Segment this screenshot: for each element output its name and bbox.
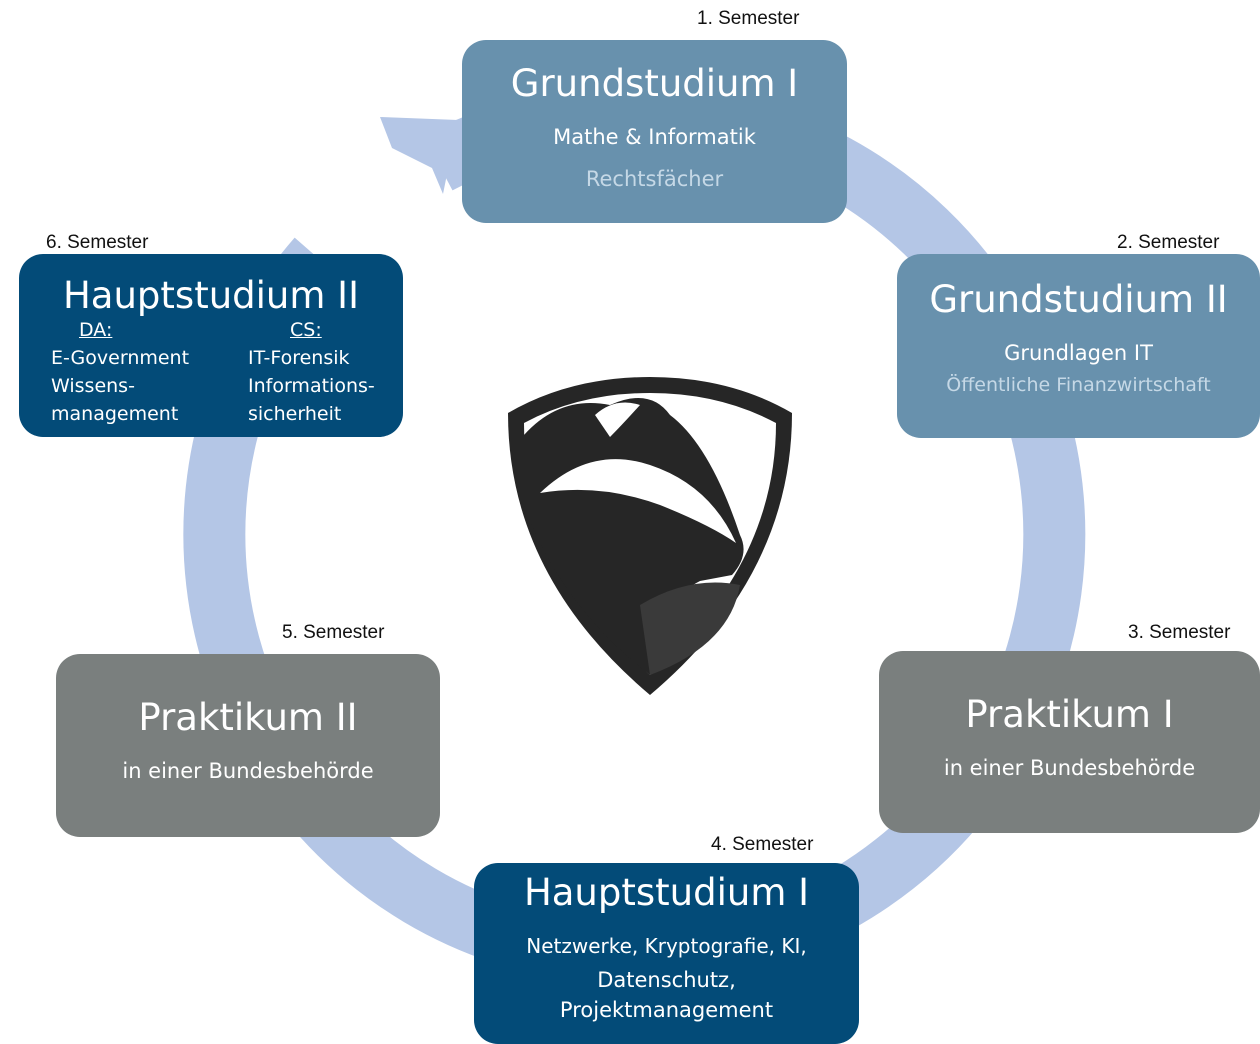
track-column-da: DA: E-Government Wissens- management (51, 316, 189, 428)
track-heading: CS: (290, 319, 322, 341)
semester-label-3: 3. Semester (1128, 622, 1231, 643)
track-item: IT-Forensik (248, 347, 350, 369)
track-item: sicherheit (248, 403, 342, 425)
badger-cheek (640, 582, 740, 675)
semester-label-6: 6. Semester (46, 232, 149, 253)
stage-line: Grundlagen IT (1004, 341, 1153, 365)
stage-title: Praktikum I (965, 693, 1174, 736)
stage-grundstudium-1: Grundstudium I Mathe & Informatik Rechts… (462, 40, 847, 223)
track-column-cs: CS: IT-Forensik Informations- sicherheit (248, 316, 375, 428)
track-item: E-Government (51, 347, 190, 369)
stage-line-faded: Rechtsfächer (585, 167, 724, 191)
stage-title: Hauptstudium II (62, 274, 360, 317)
stage-line: Projektmanagement (559, 998, 774, 1022)
semester-label-5: 5. Semester (282, 622, 385, 643)
stage-praktikum-2: Praktikum II in einer Bundesbehörde (56, 654, 440, 837)
track-item: management (51, 403, 179, 425)
semester-label-4: 4. Semester (711, 834, 814, 855)
badger-stripe (540, 459, 736, 543)
semester-label-2: 2. Semester (1117, 232, 1220, 253)
stage-title: Grundstudium I (510, 62, 799, 105)
stage-line: Netzwerke, Kryptografie, KI, (526, 934, 807, 958)
stage-hauptstudium-2: Hauptstudium II DA: E-Government Wissens… (19, 254, 403, 437)
stage-hauptstudium-1: Hauptstudium I Netzwerke, Kryptografie, … (474, 863, 859, 1044)
stage-title: Hauptstudium I (523, 871, 810, 914)
stage-line-faded: Öffentliche Finanzwirtschaft (946, 374, 1211, 396)
track-heading: DA: (79, 319, 113, 341)
semester-label-1: 1. Semester (697, 8, 800, 29)
stage-line: in einer Bundesbehörde (122, 759, 374, 783)
track-item: Wissens- (51, 375, 135, 397)
stage-line: in einer Bundesbehörde (943, 756, 1196, 780)
stage-line: Mathe & Informatik (553, 125, 756, 149)
stage-title: Praktikum II (138, 696, 358, 739)
stage-grundstudium-2: Grundstudium II Grundlagen IT Öffentlich… (897, 254, 1260, 438)
badger-ear (595, 402, 640, 437)
badger-shield-icon (508, 377, 792, 695)
stage-line: Datenschutz, (597, 968, 736, 992)
badger-eye (648, 487, 672, 499)
arrowhead-icon (380, 117, 458, 194)
track-item: Informations- (248, 375, 375, 397)
stage-title: Grundstudium II (929, 278, 1228, 321)
stage-praktikum-1: Praktikum I in einer Bundesbehörde (879, 651, 1260, 833)
